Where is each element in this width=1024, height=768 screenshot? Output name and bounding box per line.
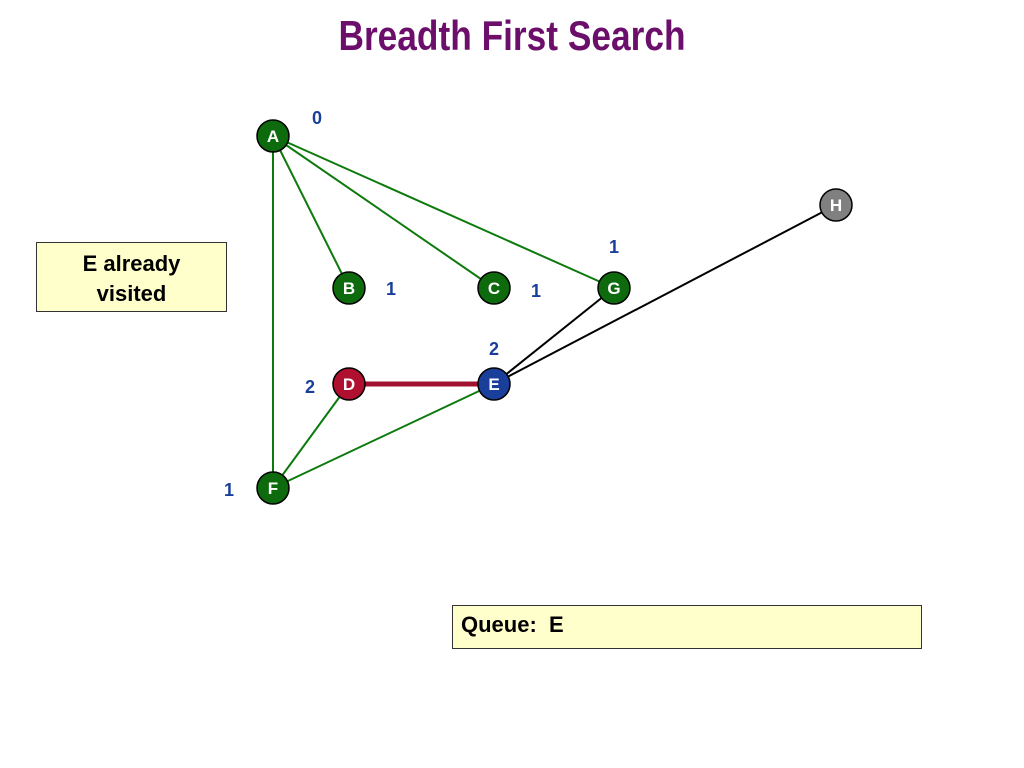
distance-label-a: 0 <box>312 108 322 128</box>
distance-label-e: 2 <box>489 339 499 359</box>
slide-title: Breadth First Search <box>338 12 686 59</box>
queue-label: Queue: <box>461 612 537 637</box>
node-h: H <box>819 188 853 222</box>
node-f: F <box>256 471 290 505</box>
node-circle <box>597 271 631 305</box>
node-e: E <box>477 367 511 401</box>
node-label: D <box>343 375 355 394</box>
edge-a-b <box>272 135 350 289</box>
node-label: B <box>343 279 355 298</box>
node-g: G <box>597 271 631 305</box>
node-circle <box>256 119 290 153</box>
node-circle <box>256 471 290 505</box>
distance-label-g: 1 <box>609 237 619 257</box>
node-label: A <box>267 127 279 146</box>
node-label: C <box>488 279 500 298</box>
node-circle <box>477 271 511 305</box>
node-a: A <box>256 119 290 153</box>
node-d: D <box>332 367 366 401</box>
queue-contents: E <box>549 612 564 637</box>
node-circle <box>332 271 366 305</box>
edge-g-e <box>493 287 615 385</box>
edge-f-e <box>272 383 495 489</box>
edge-e-h <box>493 204 837 385</box>
distance-label-d: 2 <box>305 377 315 397</box>
edge-f-d <box>272 383 350 489</box>
nodes-layer: A B C G H D E F <box>256 119 853 505</box>
note-line-1: E already <box>82 251 181 276</box>
queue-box: Queue: E <box>452 605 922 649</box>
node-circle <box>477 367 511 401</box>
edge-a-c <box>272 135 495 289</box>
distance-label-b: 1 <box>386 279 396 299</box>
distance-label-f: 1 <box>224 480 234 500</box>
edge-a-g <box>272 135 615 289</box>
note-line-2: visited <box>96 281 167 306</box>
note-box: E already visited <box>36 242 227 312</box>
edges-layer <box>272 135 837 489</box>
node-circle <box>819 188 853 222</box>
distance-labels-layer: 0 1 1 1 2 2 1 <box>224 108 619 500</box>
node-label: G <box>607 279 620 298</box>
node-c: C <box>477 271 511 305</box>
node-label: E <box>488 375 499 394</box>
distance-label-c: 1 <box>531 281 541 301</box>
node-circle <box>332 367 366 401</box>
node-label: H <box>830 196 842 215</box>
node-b: B <box>332 271 366 305</box>
node-label: F <box>268 479 278 498</box>
